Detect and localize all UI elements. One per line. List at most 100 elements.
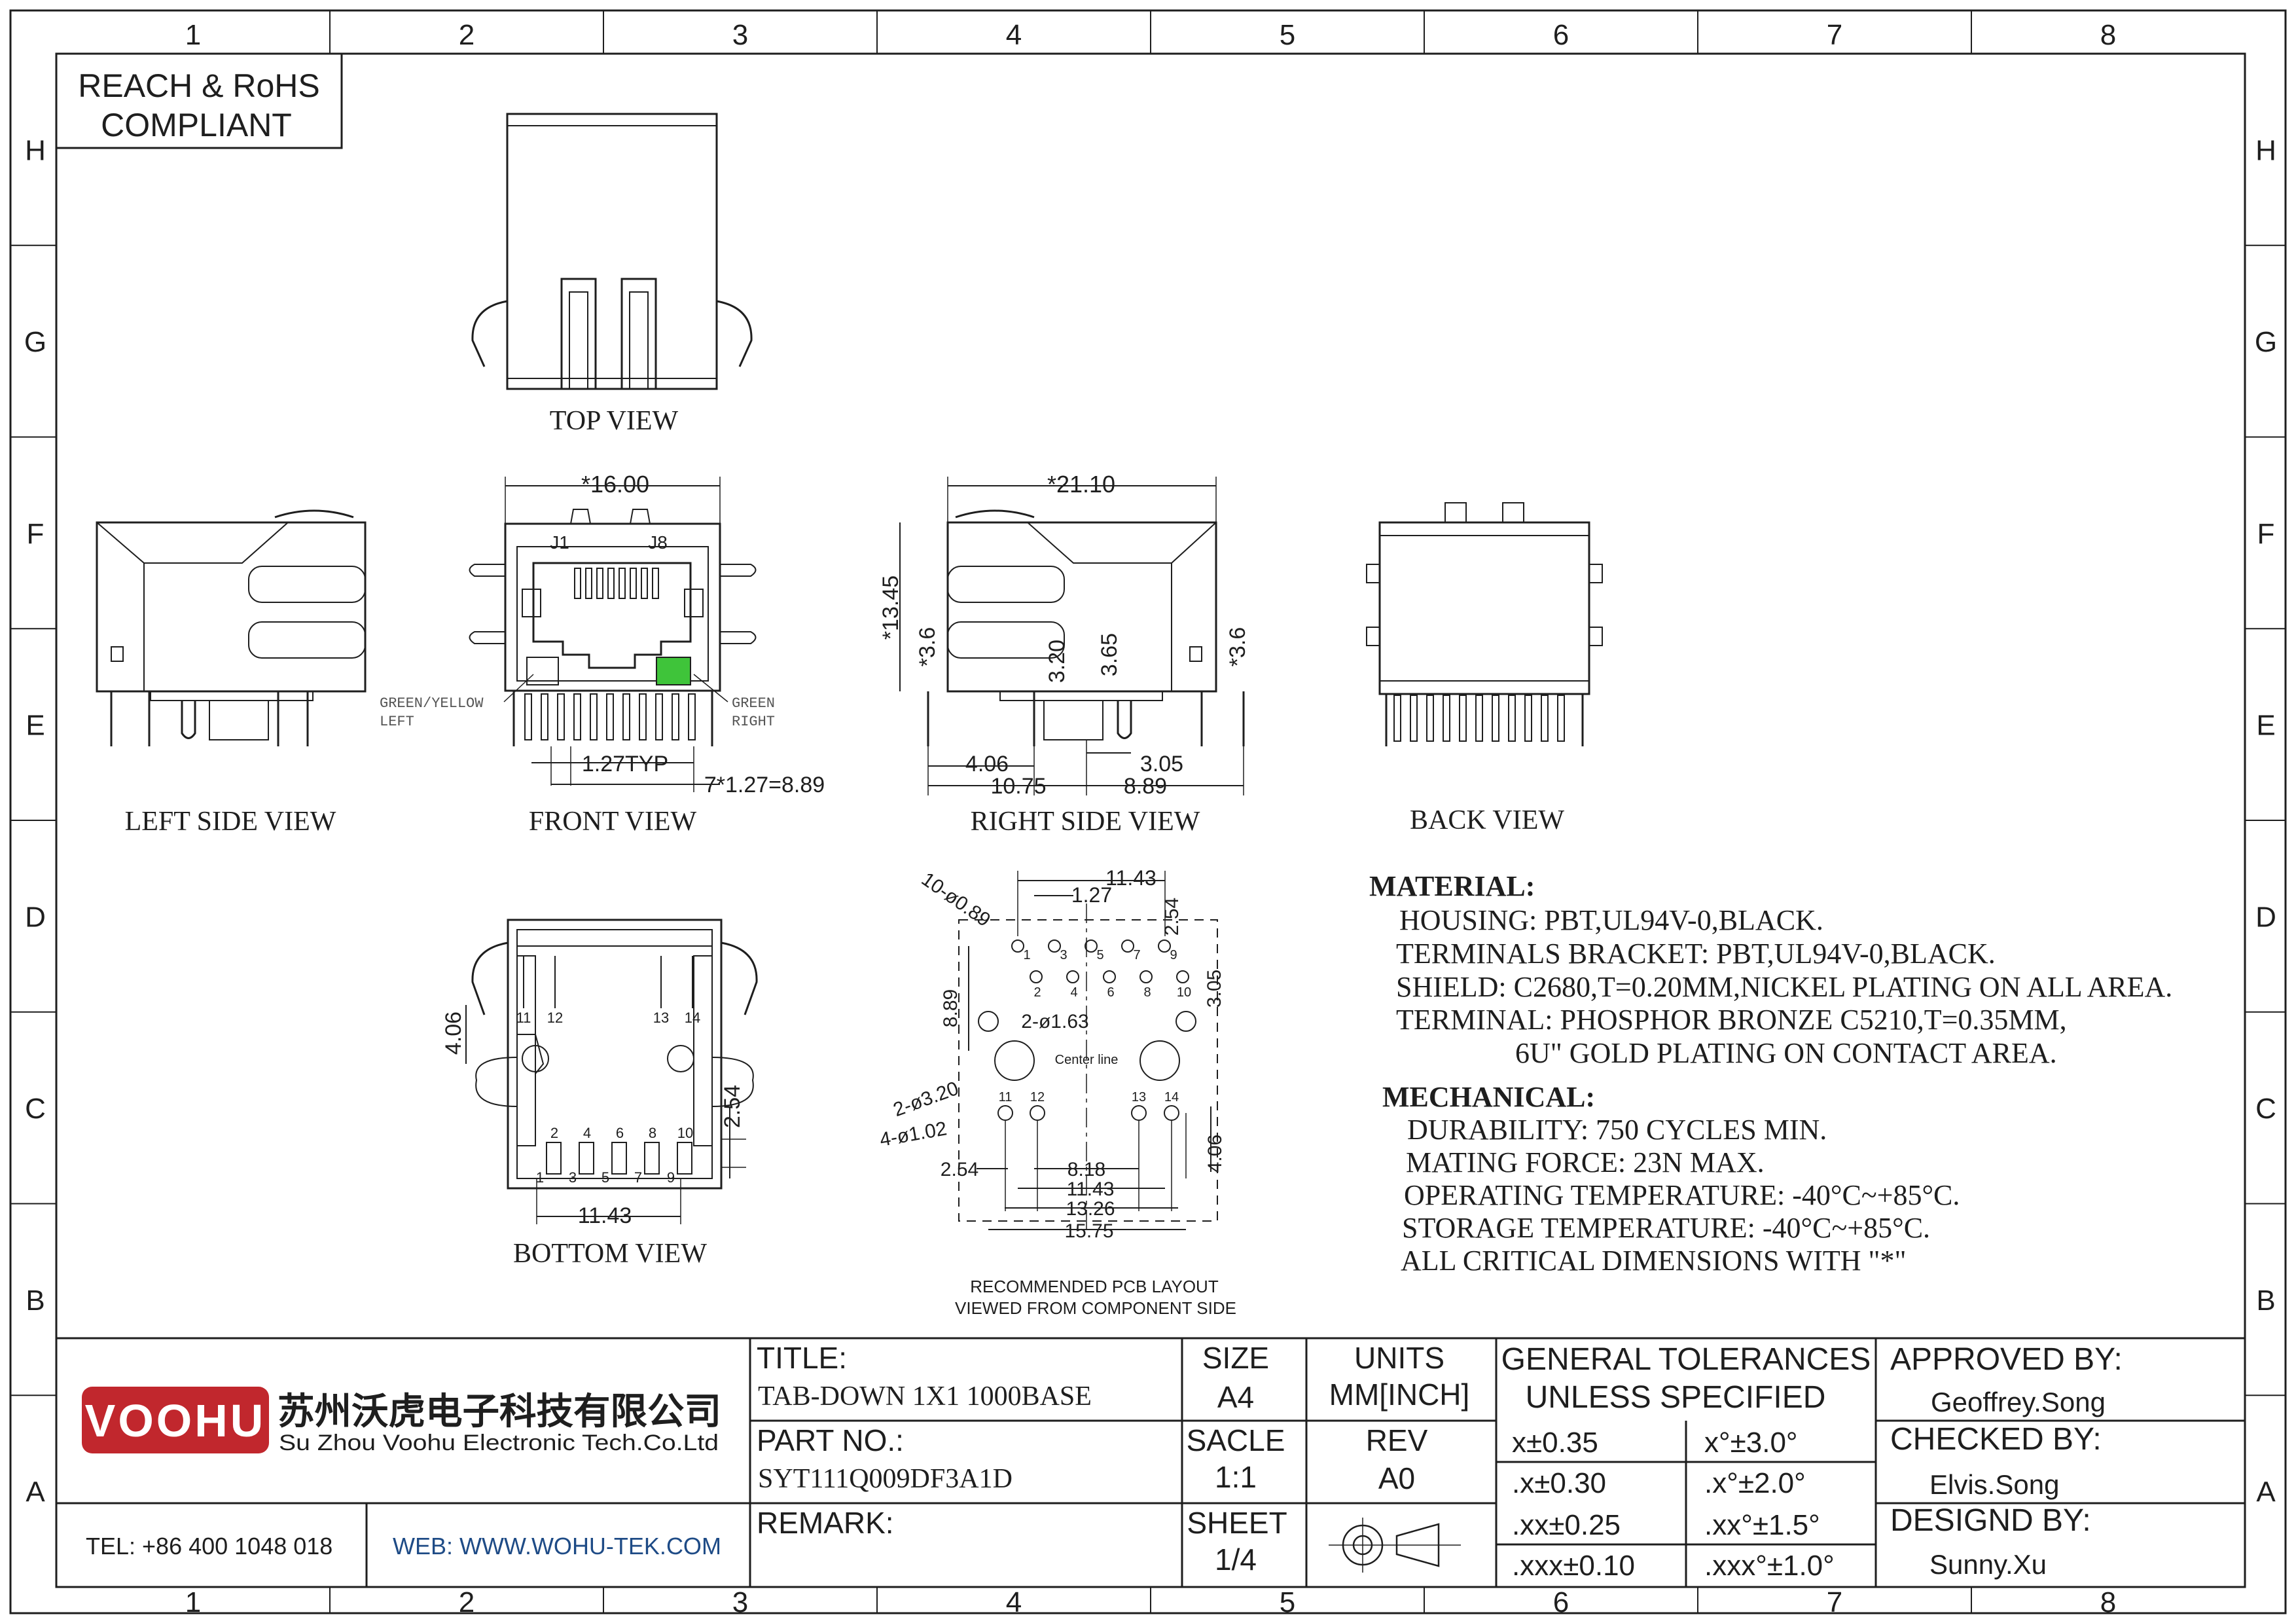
bottom-view-label: BOTTOM VIEW [513,1239,707,1269]
mechanical-line-1: DURABILITY: 750 CYCLES MIN. [1407,1114,1827,1146]
designed-value: Sunny.Xu [1929,1549,2047,1580]
units-value: MM[INCH] [1329,1377,1470,1412]
mechanical-line-3: OPERATING TEMPERATURE: -40°C~+85°C. [1404,1179,1960,1211]
rev-value: A0 [1378,1461,1415,1495]
column-label-bottom: 1 [185,1586,201,1618]
mechanical-line-4: STORAGE TEMPERATURE: -40°C~+85°C. [1402,1212,1930,1244]
right-h2-dim: 3.20 [1045,640,1069,683]
pcb-d-1326: 13.26 [1066,1198,1115,1220]
pcb-hole-number: 4 [1070,985,1077,1000]
row-label-left: H [25,134,46,166]
row-label-left: E [26,710,45,742]
pcb-hole-number: 13 [1132,1090,1146,1104]
pcb-hole-number: 14 [1164,1090,1179,1104]
column-label-bottom: 5 [1280,1586,1295,1618]
tol-angular-1: .x°±2.0° [1704,1467,1806,1499]
pcb-d-406: 4.06 [1204,1135,1226,1173]
part-no-value: SYT111Q009DF3A1D [758,1464,1013,1494]
bottom-pin-number: 7 [634,1169,642,1186]
bottom-shield-pin-number: 14 [685,1010,700,1026]
tel-text: TEL: +86 400 1048 018 [86,1533,332,1559]
row-label-right: D [2255,901,2276,933]
size-label: SIZE [1202,1341,1269,1375]
bottom-pin-number: 8 [649,1125,656,1141]
row-label-left: D [25,901,46,933]
row-label-right: B [2256,1285,2275,1317]
compliance-line1: REACH & RoHS [78,67,320,104]
approved-label: APPROVED BY: [1890,1342,2123,1377]
row-label-right: C [2255,1093,2276,1125]
pcb-hole-number: 8 [1143,985,1151,1000]
pcb-d-889: 8.89 [940,989,961,1027]
right-height-dim: *13.45 [878,575,903,640]
pcb-d-1143-top: 11.43 [1105,866,1157,890]
bottom-pin-number: 4 [583,1125,591,1141]
units-label: UNITS [1354,1341,1444,1375]
row-label-right: H [2255,134,2276,166]
front-width-dim: *16.00 [581,471,649,498]
company-name-en: Su Zhou Voohu Electronic Tech.Co.Ltd [279,1431,719,1455]
right-h4-dim: *3.6 [1225,627,1250,667]
pcb-d-254-right: 2.54 [1161,898,1183,936]
pcb-holes-163: 2-ø1.63 [1021,1011,1088,1032]
column-label-top: 4 [1006,19,1022,51]
remark-label: REMARK: [757,1506,894,1540]
tol-linear-2: .xx±0.25 [1512,1509,1621,1541]
bottom-pin-number: 9 [667,1169,675,1186]
back-view: BACK VIEW [1366,502,1603,835]
right-d4-dim: 8.89 [1124,774,1167,799]
left-side-view: LEFT SIDE VIEW [96,509,367,837]
rev-label: REV [1366,1423,1428,1457]
row-label-right: A [2256,1476,2276,1508]
led-right-label-2: RIGHT [732,714,775,730]
pcb-centerline-label: Center line [1055,1053,1119,1067]
material-line-5: 6U" GOLD PLATING ON CONTACT AREA. [1515,1037,2057,1069]
pcb-holes-102: 4-ø1.02 [878,1118,949,1150]
pcb-d-1143: 11.43 [1067,1178,1115,1200]
green-led-window [656,657,691,685]
column-label-bottom: 4 [1006,1586,1022,1618]
bottom-pin-number: 10 [677,1125,693,1141]
mechanical-line-2: MATING FORCE: 23N MAX. [1406,1146,1765,1178]
brand-logo-badge [82,1387,269,1453]
tol-angular-2: .xx°±1.5° [1704,1509,1820,1541]
bottom-pin-number: 5 [601,1169,609,1186]
bottom-dim-406: 4.06 [441,1012,466,1055]
column-label-bottom: 7 [1827,1586,1842,1618]
front-view: *16.00 J1 J8 GREEN/YELLOW LEFT GREEN RIG… [380,471,825,837]
column-label-bottom: 8 [2100,1586,2116,1618]
pcb-hole-number: 11 [999,1090,1013,1104]
part-no-label: PART NO.: [757,1423,904,1457]
bottom-shield-pin-number: 11 [516,1010,531,1026]
tol-linear-0: x±0.35 [1512,1427,1598,1459]
pcb-hole-number: 12 [1030,1090,1045,1104]
title-value: TAB-DOWN 1X1 1000BASE [758,1381,1092,1412]
scale-label: SACLE [1187,1423,1285,1457]
bottom-shield-pin-number: 12 [547,1010,563,1026]
tol-linear-1: .x±0.30 [1512,1467,1606,1499]
row-label-left: C [25,1093,46,1125]
left-side-view-label: LEFT SIDE VIEW [125,807,336,837]
web-link[interactable]: WEB: WWW.WOHU-TEK.COM [393,1533,721,1559]
bottom-pin-number: 2 [550,1125,558,1141]
pcb-d-305: 3.05 [1204,970,1225,1008]
column-label-top: 2 [459,19,475,51]
tol-angular-0: x°±3.0° [1704,1427,1798,1459]
material-heading: MATERIAL: [1369,870,1535,902]
row-label-right: G [2255,326,2277,358]
bottom-dim-1143: 11.43 [578,1203,632,1228]
right-side-view: *21.10 *13.45 *3.6 3.20 3.65 *3.6 4.06 3… [878,471,1250,837]
checked-value: Elvis.Song [1929,1469,2059,1500]
column-label-top: 8 [2100,19,2116,51]
material-line-3: SHIELD: C2680,T=0.20MM,NICKEL PLATING ON… [1396,971,2172,1003]
bottom-pin-number: 3 [569,1169,577,1186]
row-label-left: G [24,326,46,358]
pcb-d-1575: 15.75 [1064,1220,1113,1242]
pcb-d-818: 8.18 [1067,1159,1105,1180]
column-label-top: 1 [185,19,201,51]
title-label: TITLE: [757,1341,847,1375]
title-block: VOOHU 苏州沃虎电子科技有限公司 Su Zhou Voohu Electro… [55,1337,2246,1588]
